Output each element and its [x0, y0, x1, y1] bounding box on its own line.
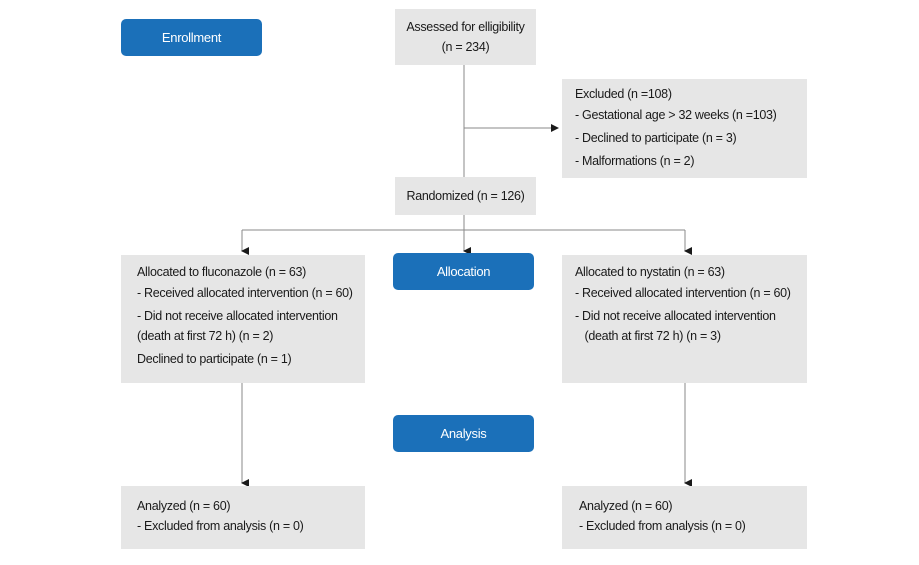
- nystatin-title: Allocated to nystatin (n = 63): [575, 265, 725, 279]
- analyzed-left-title: Analyzed (n = 60): [137, 499, 231, 513]
- excluded-reason: - Gestational age > 32 weeks (n =103): [575, 108, 777, 122]
- analyzed-right-detail: - Excluded from analysis (n = 0): [579, 519, 746, 533]
- excluded-reason: - Declined to participate (n = 3): [575, 131, 737, 145]
- nystatin-detail: - Did not receive allocated intervention: [575, 309, 776, 323]
- nystatin-detail: (death at first 72 h) (n = 3): [575, 329, 721, 343]
- fluconazole-allocation-box: Allocated to fluconazole (n = 63) - Rece…: [121, 255, 365, 383]
- analyzed-left-box: Analyzed (n = 60) - Excluded from analys…: [121, 486, 365, 549]
- fluconazole-detail: - Received allocated intervention (n = 6…: [137, 286, 353, 300]
- analyzed-right-box: Analyzed (n = 60) - Excluded from analys…: [562, 486, 807, 549]
- enrollment-stage-label: Enrollment: [121, 19, 262, 56]
- assessed-count: (n = 234): [441, 40, 490, 54]
- fluconazole-title: Allocated to fluconazole (n = 63): [137, 265, 307, 279]
- fluconazole-detail: Declined to participate (n = 1): [137, 352, 292, 366]
- nystatin-detail: - Received allocated intervention (n = 6…: [575, 286, 791, 300]
- analyzed-left-detail: - Excluded from analysis (n = 0): [137, 519, 304, 533]
- randomized-box: Randomized (n = 126): [395, 177, 536, 215]
- analyzed-right-title: Analyzed (n = 60): [579, 499, 673, 513]
- excluded-title: Excluded (n =108): [575, 87, 672, 101]
- assessed-box: Assessed for elligibility (n = 234): [395, 9, 536, 65]
- allocation-stage-label: Allocation: [393, 253, 534, 290]
- fluconazole-detail: - Did not receive allocated intervention: [137, 309, 338, 323]
- nystatin-allocation-box: Allocated to nystatin (n = 63) - Receive…: [562, 255, 807, 383]
- excluded-reason: - Malformations (n = 2): [575, 154, 695, 168]
- fluconazole-detail: (death at first 72 h) (n = 2): [137, 329, 274, 343]
- excluded-box: Excluded (n =108) - Gestational age > 32…: [562, 79, 807, 178]
- analysis-stage-label: Analysis: [393, 415, 534, 452]
- assessed-label: Assessed for elligibility: [406, 20, 525, 34]
